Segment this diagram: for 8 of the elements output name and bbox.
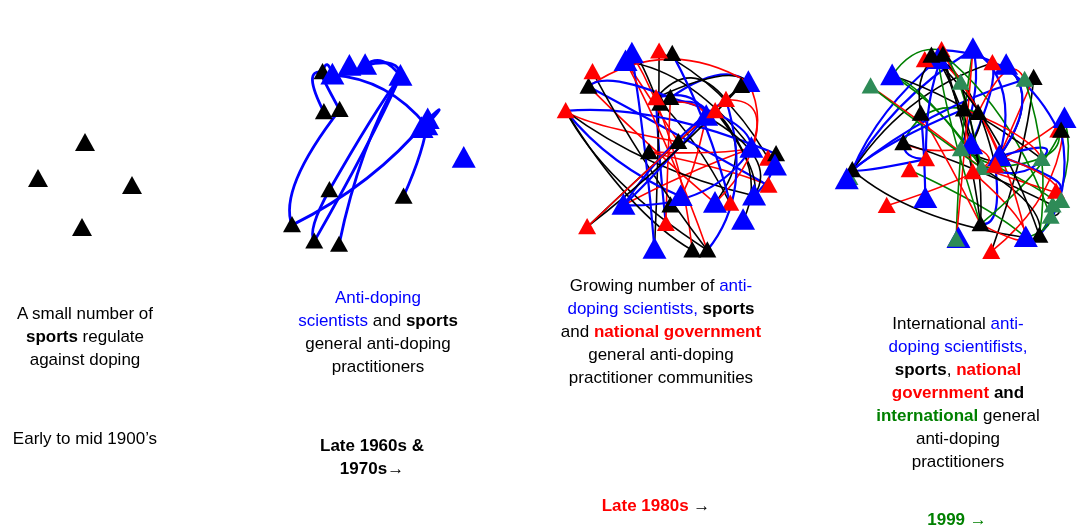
description-text: A small number of sports regulate against doping (15, 303, 155, 371)
description-text: Early to mid 1900’s (11, 428, 159, 450)
period-label: 1999 → (926, 509, 988, 527)
period-label: Late 1980s → (600, 495, 712, 517)
period-label: Late 1960s & 1970s→ (319, 435, 425, 480)
description-text: International anti-doping scientifists, sports, national government and international general anti-doping practitioners (875, 313, 1041, 473)
description-text: Anti-doping scientists and sports general anti-doping practitioners (298, 287, 458, 378)
description-text: Growing number of anti-doping scientists, sports and national government general anti-doping practitioner communities (559, 275, 763, 389)
